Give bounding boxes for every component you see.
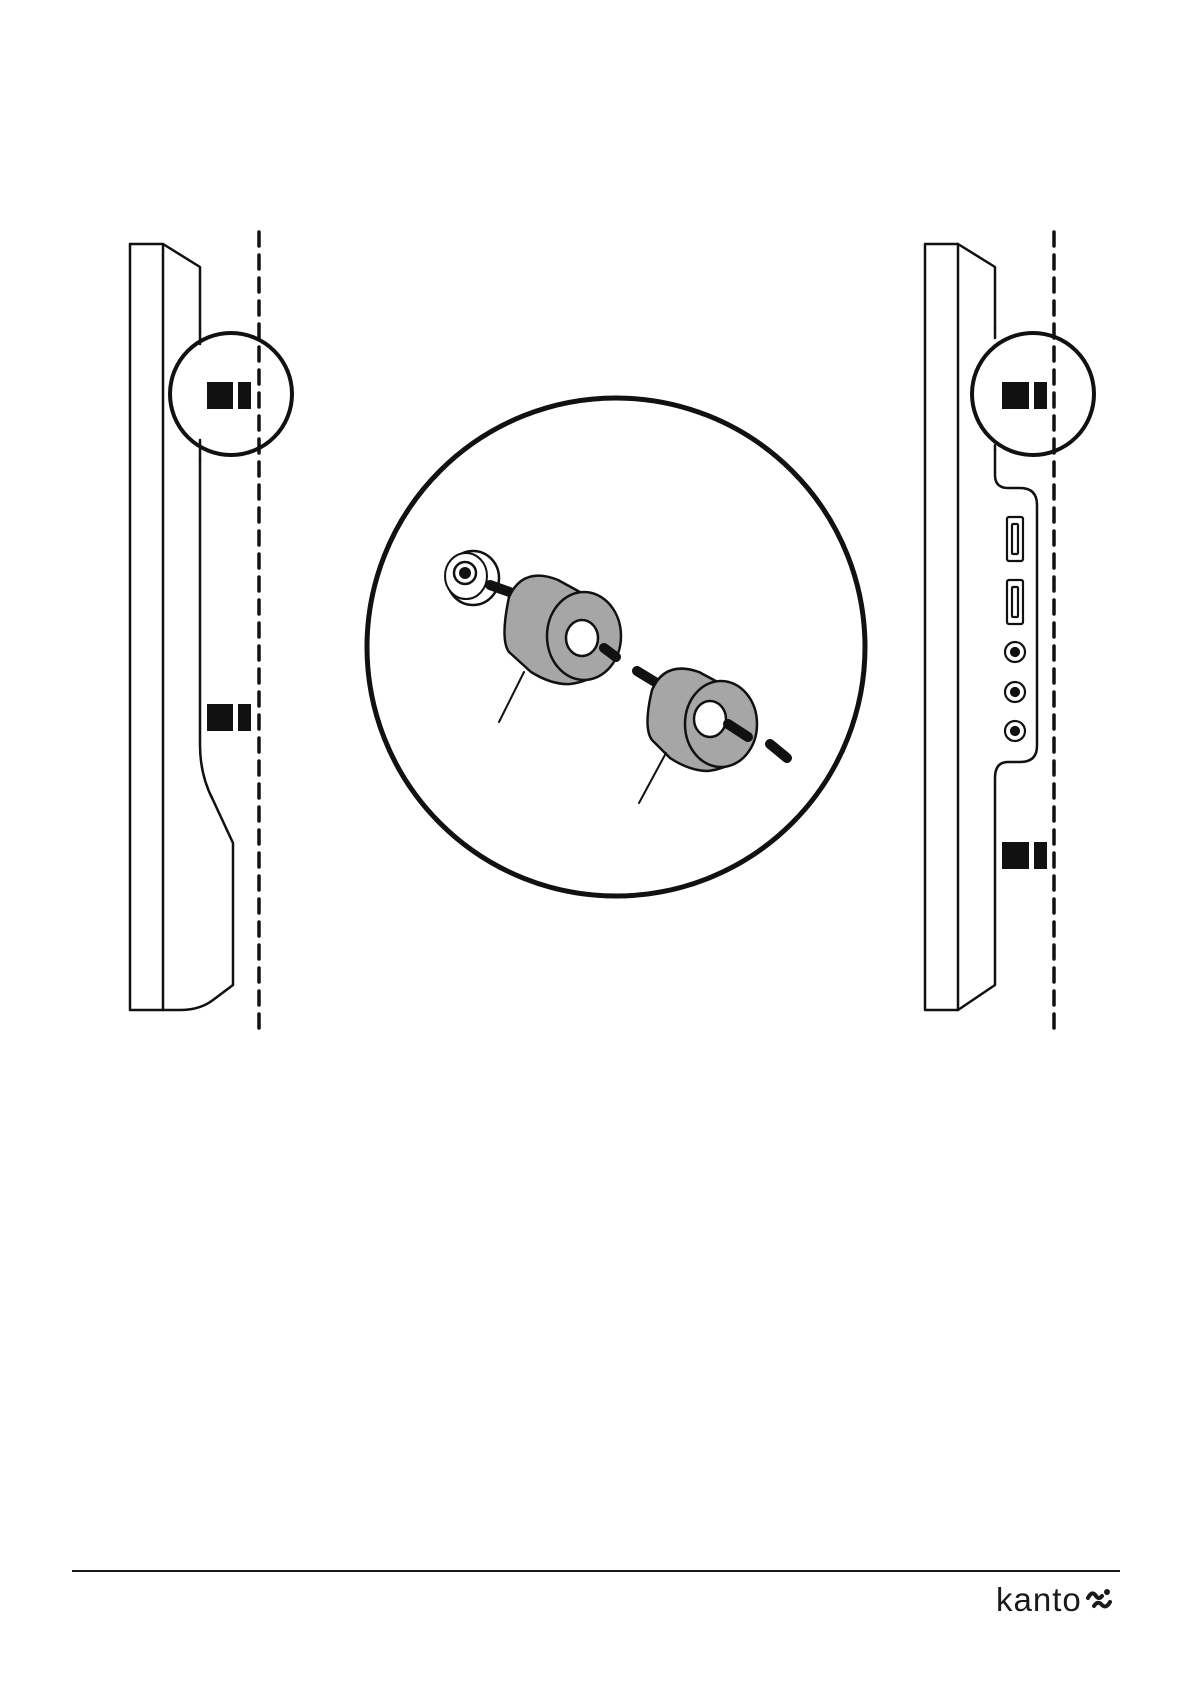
kanto-wave-logo-icon — [1086, 1587, 1112, 1613]
spacer-icon — [505, 576, 622, 684]
bracket-plate-upper-left — [207, 382, 251, 409]
tv-side-profile-left — [130, 232, 292, 1028]
zoom-circle-right — [972, 333, 1094, 455]
brand-name: kanto — [996, 1580, 1082, 1620]
bracket-plate-lower-left — [207, 704, 251, 731]
leader-line — [499, 672, 524, 722]
leader-line — [639, 753, 666, 803]
tv-left-back-contour — [163, 244, 200, 328]
brand-logo: kanto — [996, 1580, 1112, 1620]
tv-ports — [1005, 517, 1025, 741]
bolt-icon — [445, 551, 499, 605]
bracket-plate-lower-right — [1002, 842, 1047, 869]
bracket-plate-upper-right — [1002, 382, 1047, 409]
footer-rule — [72, 1570, 1120, 1572]
mounting-bracket-magnified-circle — [367, 398, 865, 896]
installation-diagram — [0, 0, 1192, 1560]
tv-side-profile-right — [925, 232, 1094, 1028]
